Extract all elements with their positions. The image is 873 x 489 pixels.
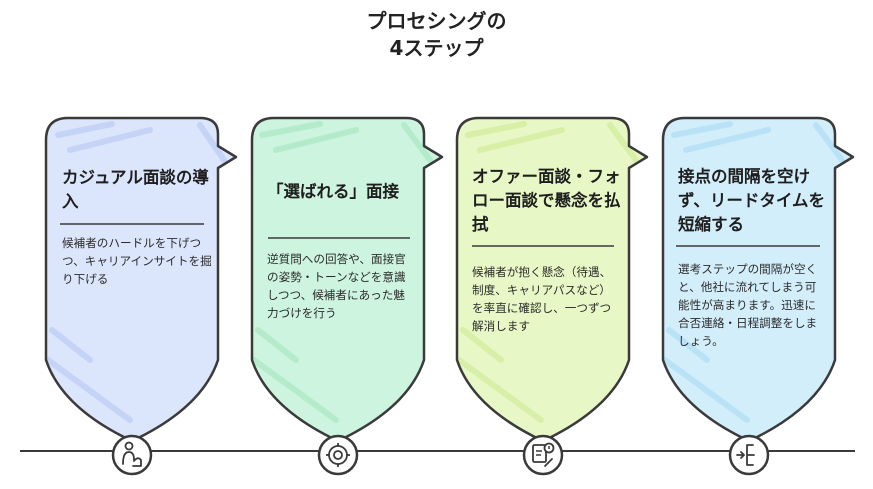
- step-card-4: [661, 116, 855, 443]
- step-4-heading: 接点の間隔を空けず、リードタイムを短縮する: [678, 167, 826, 234]
- step-3-description: 候補者が抱く懸念（待遇、制度、キャリアパスなど）を率直に確認し、一つずつ解消しま…: [472, 265, 612, 333]
- step-4-description: 選考ステップの間隔が空くと、他社に流れてしまう可能性が高まります。迅速に合否連絡…: [678, 262, 818, 348]
- card-outline-1: [44, 116, 238, 443]
- person-hand-icon: [111, 434, 153, 476]
- page-title: プロセシングの 4ステップ: [0, 8, 873, 62]
- card-texture-3: [456, 121, 639, 423]
- target-icon: [317, 434, 359, 476]
- title-line-1: プロセシングの: [366, 9, 507, 33]
- arrow-list-icon: [728, 434, 770, 476]
- card-fill-1: [46, 118, 236, 441]
- step-4-body: 選考ステップの間隔が空くと、他社に流れてしまう可能性が高まります。迅速に合否連絡…: [678, 260, 824, 350]
- step-card-2: [250, 116, 444, 443]
- card-texture-1: [45, 121, 227, 423]
- step-card-3: [455, 116, 649, 443]
- step-3-body: 候補者が抱く懸念（待遇、制度、キャリアパスなど）を率直に確認し、一つずつ解消しま…: [472, 263, 617, 335]
- step-2-text: 「選ばれる」面接: [267, 180, 412, 204]
- step-1-heading: カジュアル面談の導入: [62, 168, 209, 211]
- title-line-2: 4ステップ: [389, 36, 484, 60]
- card-texture-4: [662, 121, 845, 423]
- card-fill-2: [252, 118, 442, 441]
- step-2-body: 逆質問への回答や、面接官の姿勢・トーンなどを意識しつつ、候補者にあった魅力づけを…: [267, 250, 412, 322]
- card-fill-4: [663, 118, 853, 441]
- step-1-body: 候補者のハードルを下げつつ、キャリアインサイトを掘り下げる: [62, 234, 212, 288]
- step-card-1: [44, 116, 238, 443]
- card-outline-2: [250, 116, 444, 443]
- step-3-heading: オファー面談・フォロー面談で懸念を払拭: [472, 167, 621, 234]
- step-2-heading: 「選ばれる」面接: [267, 182, 399, 201]
- document-alert-icon: [522, 434, 564, 476]
- card-texture-2: [251, 121, 433, 423]
- step-4-text: 接点の間隔を空けず、リードタイムを短縮する: [678, 165, 828, 237]
- card-outline-3: [455, 116, 649, 443]
- step-1-description: 候補者のハードルを下げつつ、キャリアインサイトを掘り下げる: [62, 236, 212, 286]
- card-outline-4: [661, 116, 855, 443]
- card-fill-3: [457, 118, 647, 441]
- step-1-text: カジュアル面談の導入: [62, 166, 212, 214]
- step-3-text: オファー面談・フォロー面談で懸念を払拭: [472, 165, 622, 237]
- step-2-description: 逆質問への回答や、面接官の姿勢・トーンなどを意識しつつ、候補者にあった魅力づけを…: [267, 252, 406, 320]
